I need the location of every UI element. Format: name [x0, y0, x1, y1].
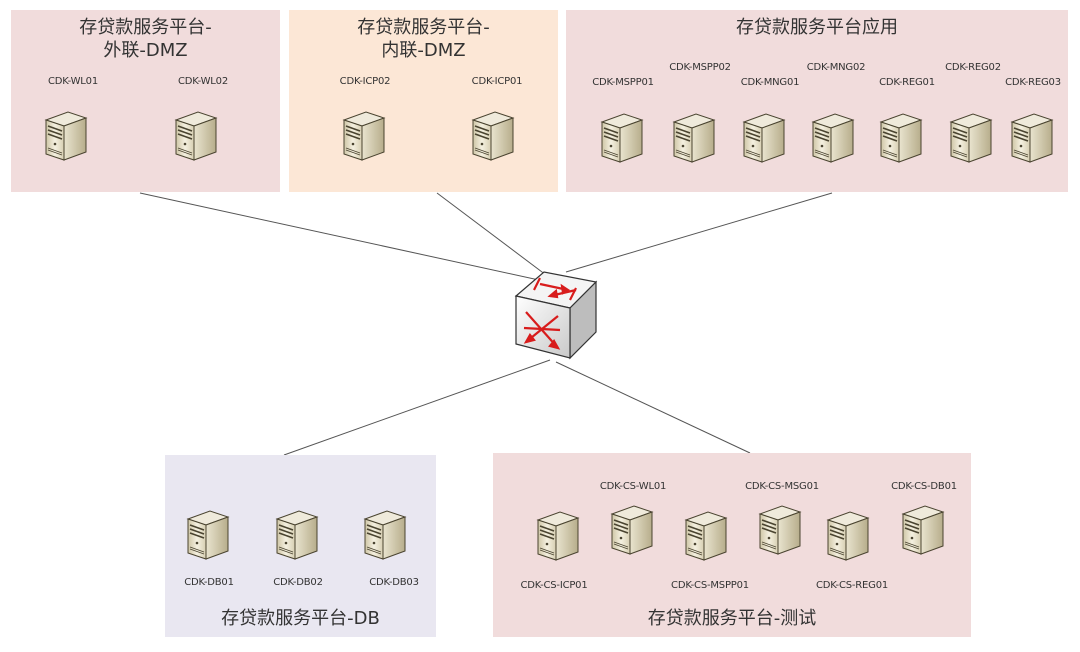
server-icon[interactable] [941, 106, 1001, 166]
zone-title: 存贷款服务平台-测试 [647, 608, 817, 629]
server-label: CDK-MSPP01 [592, 77, 654, 88]
link-test [555, 361, 751, 454]
server-icon[interactable] [36, 104, 96, 164]
zone-title: 存贷款服务平台-DB [221, 608, 380, 629]
server-label: CDK-MNG01 [740, 77, 800, 88]
server-icon[interactable] [750, 498, 810, 558]
server-icon[interactable] [734, 106, 794, 166]
server-icon[interactable] [602, 498, 662, 558]
server-icon[interactable] [166, 104, 226, 164]
server-label: CDK-REG03 [1005, 77, 1061, 88]
server-icon[interactable] [592, 106, 652, 166]
server-icon[interactable] [676, 504, 736, 564]
server-icon[interactable] [528, 504, 588, 564]
server-label: CDK-CS-MSPP01 [671, 580, 749, 591]
zone-title-line2: 外联-DMZ [103, 40, 188, 61]
server-icon[interactable] [818, 504, 878, 564]
link-app [565, 192, 833, 273]
server-label: CDK-DB02 [273, 577, 323, 588]
server-label: CDK-REG01 [879, 77, 935, 88]
zone-title: 存贷款服务平台- 内联-DMZ [289, 16, 558, 62]
server-label: CDK-ICP01 [471, 76, 523, 87]
server-label: CDK-CS-REG01 [815, 580, 889, 591]
server-label: CDK-CS-ICP01 [520, 580, 588, 591]
server-label: CDK-MNG02 [806, 62, 866, 73]
zone-title: 存贷款服务平台- 外联-DMZ [11, 16, 280, 62]
server-label: CDK-CS-DB01 [891, 481, 957, 492]
server-icon[interactable] [871, 106, 931, 166]
server-icon[interactable] [893, 498, 953, 558]
server-label: CDK-CS-MSG01 [745, 481, 819, 492]
zone-icp-dmz: 存贷款服务平台- 内联-DMZ [289, 10, 558, 192]
server-icon[interactable] [664, 106, 724, 166]
link-db [283, 359, 551, 456]
zone-title-line2: 内联-DMZ [381, 40, 466, 61]
server-label: CDK-WL02 [178, 76, 228, 87]
server-label: CDK-ICP02 [339, 76, 391, 87]
server-icon[interactable] [355, 503, 415, 563]
zone-title-line1: 存贷款服务平台- [79, 17, 212, 38]
server-icon[interactable] [178, 503, 238, 563]
server-label: CDK-DB03 [369, 577, 419, 588]
server-icon[interactable] [334, 104, 394, 164]
network-switch-icon[interactable] [510, 266, 602, 362]
zone-wl-dmz: 存贷款服务平台- 外联-DMZ [11, 10, 280, 192]
zone-app: 存贷款服务平台应用 [566, 10, 1068, 192]
server-label: CDK-REG02 [945, 62, 1001, 73]
server-label: CDK-MSPP02 [669, 62, 731, 73]
zone-title: 存贷款服务平台应用 [736, 17, 898, 38]
link-wl-dmz [139, 192, 549, 283]
server-label: CDK-DB01 [184, 577, 234, 588]
server-label: CDK-WL01 [48, 76, 98, 87]
server-icon[interactable] [463, 104, 523, 164]
zone-title-line1: 存贷款服务平台- [357, 17, 490, 38]
server-icon[interactable] [1002, 106, 1062, 166]
server-icon[interactable] [267, 503, 327, 563]
server-icon[interactable] [803, 106, 863, 166]
server-label: CDK-CS-WL01 [599, 481, 667, 492]
link-icp-dmz [436, 192, 551, 279]
